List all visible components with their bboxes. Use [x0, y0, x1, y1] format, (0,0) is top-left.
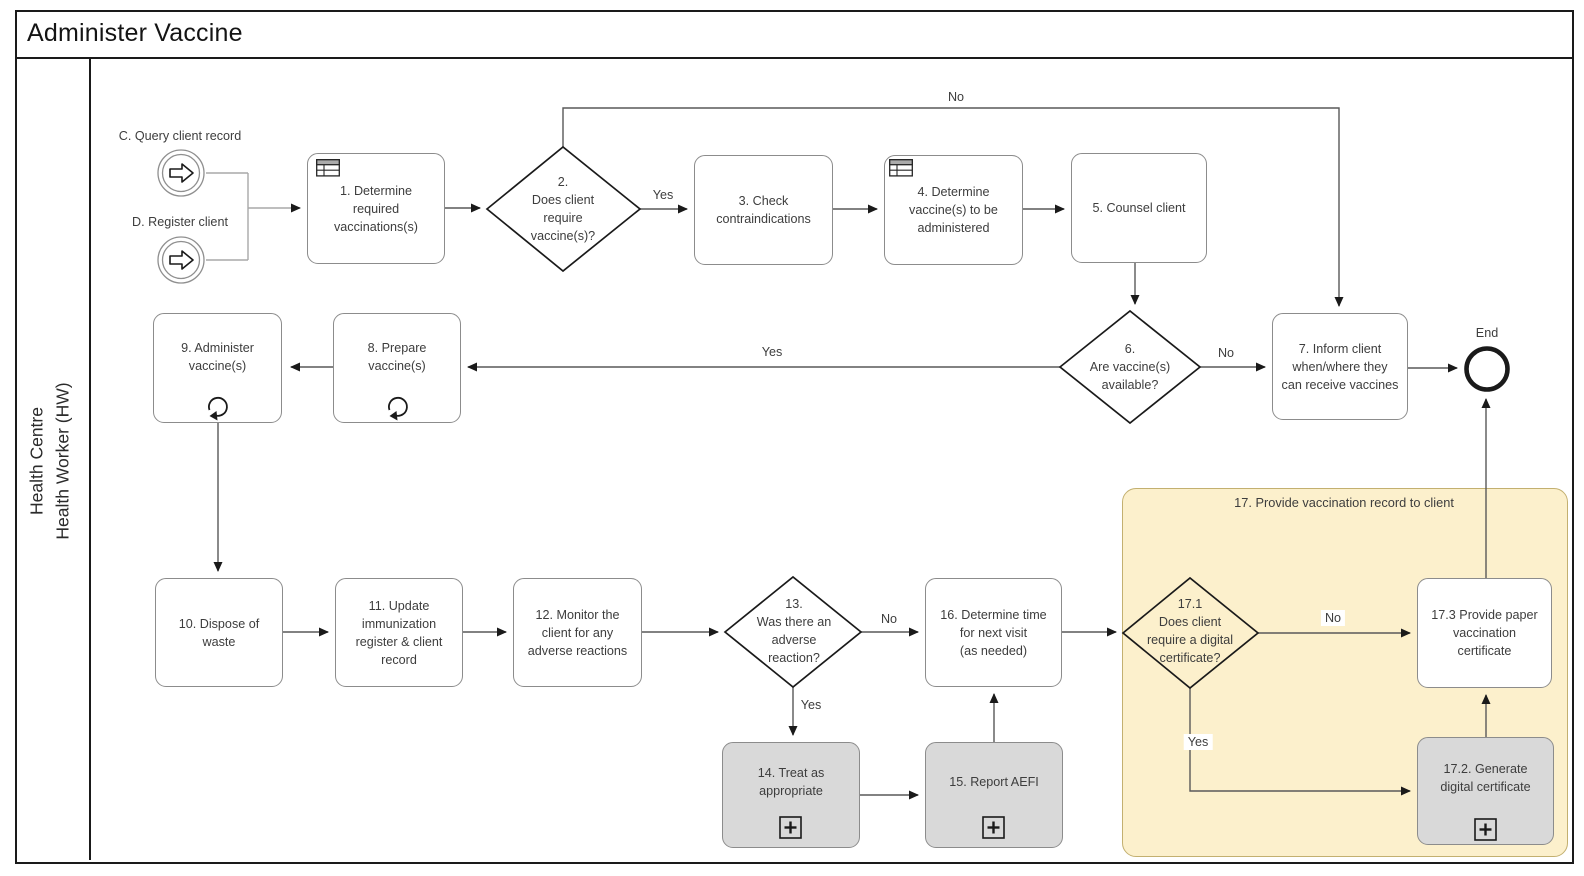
flow-label-no: No — [1217, 346, 1235, 360]
task-8-label: 8. Prepare vaccine(s) — [367, 341, 427, 373]
title-separator — [15, 57, 1574, 59]
task-3: 3. Check contraindications — [694, 155, 833, 265]
pool-border — [15, 10, 1574, 864]
flow-label-no: No — [880, 612, 898, 626]
task-11-label: 11. Update immunization register & clien… — [355, 598, 443, 667]
task-5: 5. Counsel client — [1071, 153, 1207, 263]
task-4: 4. Determine vaccine(s) to be administer… — [884, 155, 1023, 265]
lane-label: Health Worker (HW) — [52, 382, 73, 540]
group-17-label: 17. Provide vaccination record to client — [1234, 495, 1454, 510]
task-1: 1. Determine required vaccinations(s) — [307, 153, 445, 264]
task-16-label: 16. Determine time for next visit (as ne… — [940, 607, 1047, 658]
flow-label-no: No — [947, 90, 965, 104]
task-12: 12. Monitor the client for any adverse r… — [513, 578, 642, 687]
task-17-2-label: 17.2. Generate digital certificate — [1440, 762, 1531, 794]
gateway-6-label: 6. Are vaccine(s) available? — [1089, 342, 1171, 392]
flow-label-yes: Yes — [652, 188, 674, 202]
task-8: 8. Prepare vaccine(s) — [333, 313, 461, 423]
task-12-label: 12. Monitor the client for any adverse r… — [527, 607, 628, 658]
task-14-label: 14. Treat as appropriate — [757, 766, 825, 798]
task-9: 9. Administer vaccine(s) — [153, 313, 282, 423]
pool-label: Health Centre — [26, 407, 47, 515]
flow-label-yes: Yes — [800, 698, 822, 712]
diagram-title: Administer Vaccine — [27, 19, 243, 47]
end-event-label: End — [1475, 326, 1499, 340]
flow-label-yes: Yes — [761, 345, 783, 359]
task-4-label: 4. Determine vaccine(s) to be administer… — [909, 185, 998, 235]
task-7-label: 7. Inform client when/where they can rec… — [1281, 341, 1399, 392]
task-15-subprocess: 15. Report AEFI — [925, 742, 1063, 848]
start-event-d-label: D. Register client — [132, 215, 228, 229]
task-10-label: 10. Dispose of waste — [178, 616, 260, 649]
task-7: 7. Inform client when/where they can rec… — [1272, 313, 1408, 420]
task-16: 16. Determine time for next visit (as ne… — [925, 578, 1062, 687]
task-15-label: 15. Report AEFI — [949, 775, 1039, 789]
gateway-17-1-label: 17.1 Does client require a digital certi… — [1146, 597, 1234, 665]
task-11: 11. Update immunization register & clien… — [335, 578, 463, 687]
flow-label-no: No — [1320, 610, 1346, 626]
task-17-2-subprocess: 17.2. Generate digital certificate — [1417, 737, 1554, 845]
task-9-label: 9. Administer vaccine(s) — [181, 341, 254, 373]
gateway-2-label: 2. Does client require vaccine(s)? — [530, 175, 596, 243]
start-event-c-label: C. Query client record — [118, 129, 242, 143]
flow-label-yes: Yes — [1183, 734, 1213, 750]
gateway-13-label: 13. Was there an adverse reaction? — [756, 597, 832, 665]
lane-divider — [89, 58, 91, 860]
task-5-label: 5. Counsel client — [1092, 201, 1186, 215]
task-17-3-label: 17.3 Provide paper vaccination certifica… — [1431, 608, 1538, 658]
task-14-subprocess: 14. Treat as appropriate — [722, 742, 860, 848]
task-10: 10. Dispose of waste — [155, 578, 283, 687]
task-1-label: 1. Determine required vaccinations(s) — [334, 183, 418, 234]
task-17-3: 17.3 Provide paper vaccination certifica… — [1417, 578, 1552, 688]
task-3-label: 3. Check contraindications — [716, 194, 811, 226]
